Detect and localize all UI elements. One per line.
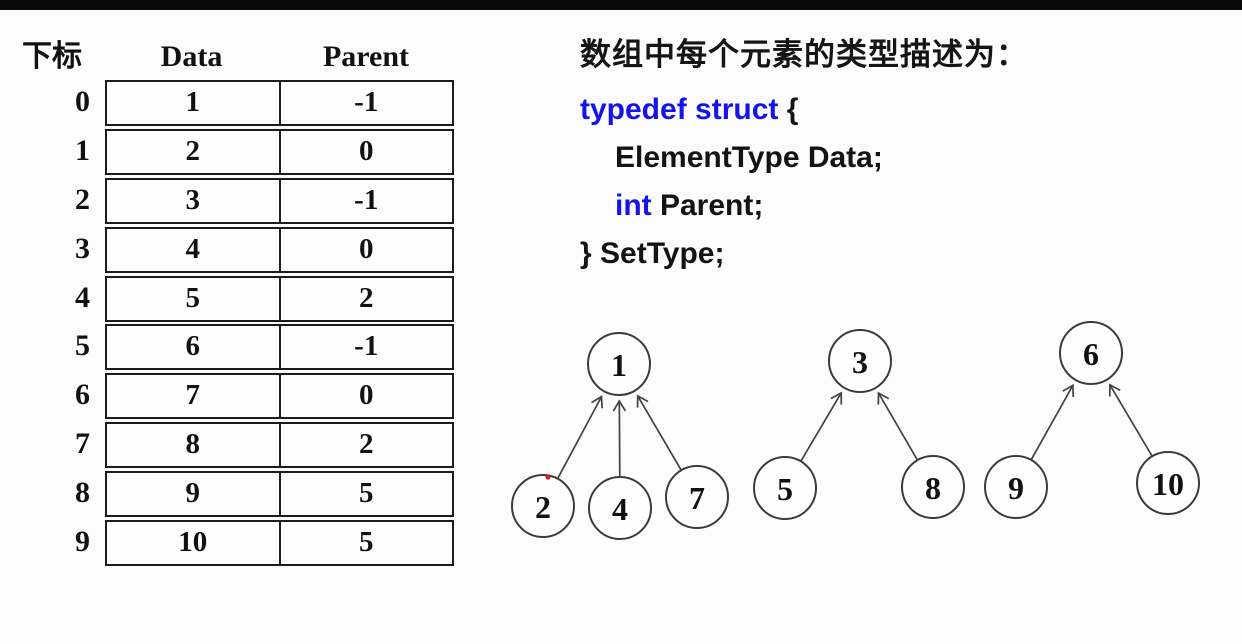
laser-pointer-dot bbox=[545, 474, 551, 480]
tree-node-label: 2 bbox=[535, 489, 551, 525]
row-index: 3 bbox=[75, 231, 90, 265]
parent-cell: 2 bbox=[278, 424, 453, 467]
code-text: ElementType Data; bbox=[615, 141, 883, 174]
row-index: 0 bbox=[75, 85, 90, 118]
row-index: 1 bbox=[75, 133, 90, 167]
data-cell: 1 bbox=[185, 86, 201, 118]
tree-root-6: 6 9 10 bbox=[984, 321, 1200, 519]
code-keyword: typedef struct bbox=[580, 93, 779, 126]
tree-node-4 bbox=[588, 476, 652, 540]
parent-pointer-arrow-2-to-1 bbox=[556, 395, 603, 480]
parent-cell: 0 bbox=[278, 130, 453, 173]
table-data-header: Data bbox=[160, 40, 223, 73]
code-line: int Parent; bbox=[580, 182, 1028, 230]
row-index: 2 bbox=[75, 182, 90, 216]
parent-cell: -1 bbox=[278, 179, 453, 222]
parent-pointer-arrow-8-to-3 bbox=[877, 391, 919, 461]
code-text: Parent; bbox=[651, 189, 764, 222]
parent-cell: 0 bbox=[278, 228, 453, 271]
video-top-bar bbox=[0, 0, 1242, 10]
data-cell: 7 bbox=[185, 379, 201, 412]
struct-code-block: typedef struct { ElementType Data; int Par… bbox=[580, 86, 1028, 278]
table-row: 5 6 -1 bbox=[0, 324, 454, 371]
row-index: 6 bbox=[75, 378, 90, 412]
row-index: 4 bbox=[75, 280, 90, 314]
data-cell: 9 bbox=[185, 477, 201, 510]
tree-node-8 bbox=[901, 455, 965, 519]
tree-node-9 bbox=[984, 455, 1048, 519]
table-row: 0 1 -1 bbox=[0, 80, 454, 126]
parent-pointer-arrow-7-to-1 bbox=[636, 394, 683, 471]
tree-node-5 bbox=[753, 456, 817, 520]
tree-node-label: 3 bbox=[852, 344, 868, 380]
parent-cell: 5 bbox=[278, 522, 453, 565]
code-line: ElementType Data; bbox=[580, 134, 1028, 182]
tree-node-label: 5 bbox=[777, 471, 793, 507]
data-cell: 4 bbox=[185, 232, 201, 265]
row-index: 9 bbox=[75, 525, 90, 559]
data-cell: 10 bbox=[178, 526, 208, 559]
data-cell: 6 bbox=[185, 330, 201, 363]
data-cell: 3 bbox=[185, 183, 201, 216]
tree-node-label: 8 bbox=[925, 470, 941, 506]
parent-cell: -1 bbox=[278, 326, 453, 369]
row-cells: 1 -1 bbox=[105, 80, 454, 126]
tree-node-label: 1 bbox=[611, 347, 627, 383]
data-cell: 8 bbox=[185, 428, 201, 461]
tree-node-1 bbox=[587, 332, 651, 396]
parent-cell: 2 bbox=[278, 277, 453, 320]
tree-node-label: 10 bbox=[1152, 466, 1184, 502]
table-row: 9 10 5 bbox=[0, 520, 454, 567]
row-index: 8 bbox=[75, 476, 90, 510]
row-index: 7 bbox=[75, 427, 90, 461]
tree-root-1: 1 2 4 7 bbox=[511, 332, 729, 540]
table-index-header: 下标 bbox=[22, 40, 82, 73]
code-text: } SetType; bbox=[580, 237, 725, 270]
table-row: 2 3 -1 bbox=[0, 177, 454, 224]
parent-pointer-arrow-4-to-1 bbox=[612, 399, 627, 478]
type-description: 数组中每个元素的类型描述为： typedef struct { ElementTy… bbox=[580, 33, 1028, 278]
parent-cell: -1 bbox=[278, 82, 453, 124]
table-parent-header: Parent bbox=[322, 40, 410, 73]
code-text: { bbox=[778, 93, 799, 126]
code-keyword: int bbox=[615, 189, 652, 222]
row-cells: 3 -1 bbox=[105, 177, 454, 224]
parent-pointer-arrow-5-to-3 bbox=[800, 391, 843, 462]
parent-pointer-arrow-9-to-6 bbox=[1030, 383, 1075, 461]
tree-node-2 bbox=[511, 474, 575, 538]
description-intro: 数组中每个元素的类型描述为： bbox=[580, 37, 1028, 72]
tree-node-label: 9 bbox=[1008, 470, 1024, 506]
code-line: } SetType; bbox=[580, 230, 1028, 278]
code-line: typedef struct { bbox=[580, 86, 1028, 134]
row-index: 5 bbox=[75, 329, 90, 363]
tree-root-3: 3 5 8 bbox=[753, 329, 965, 520]
row-cells: 10 5 bbox=[105, 520, 454, 567]
data-cell: 5 bbox=[185, 281, 201, 314]
tree-node-3 bbox=[828, 329, 892, 393]
tree-node-label: 7 bbox=[689, 480, 705, 516]
tree-node-label: 4 bbox=[612, 491, 628, 527]
parent-cell: 0 bbox=[278, 375, 453, 418]
row-cells: 6 -1 bbox=[105, 324, 454, 371]
tree-node-label: 6 bbox=[1083, 336, 1099, 372]
parent-cell: 5 bbox=[278, 473, 453, 516]
tree-node-7 bbox=[665, 465, 729, 529]
data-cell: 2 bbox=[185, 134, 201, 167]
tree-node-10 bbox=[1136, 451, 1200, 515]
tree-node-6 bbox=[1059, 321, 1123, 385]
parent-pointer-arrow-10-to-6 bbox=[1108, 383, 1153, 457]
